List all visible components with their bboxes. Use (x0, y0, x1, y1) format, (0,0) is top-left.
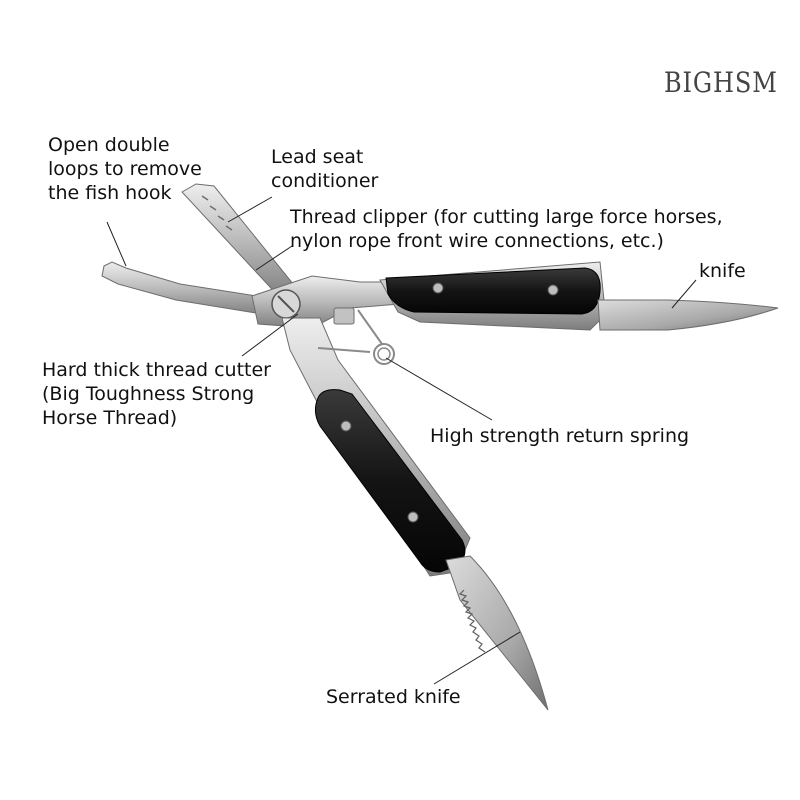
label-hook-remover: Open double loops to remove the fish hoo… (48, 133, 202, 205)
upper-jaw (181, 183, 299, 301)
serrated-knife-blade (445, 555, 549, 711)
label-hook-remover-line-2: loops to remove (48, 158, 202, 180)
lock-tab (333, 307, 355, 325)
leader-hook-remover (106, 221, 127, 267)
leader-thread-cutter (241, 313, 299, 357)
label-thread-cutter: Hard thick thread cutter (Big Toughness … (42, 358, 271, 430)
label-hook-remover-line-1: Open double (48, 134, 170, 156)
pivot-screw (271, 289, 301, 319)
label-thread-cutter-line-2: (Big Toughness Strong (42, 383, 255, 405)
lower-handle (314, 389, 466, 573)
return-spring (317, 309, 395, 365)
upper-jaw-grip-teeth (201, 195, 233, 231)
right-handle-rivet-2 (547, 284, 559, 296)
label-thread-clipper: Thread clipper (for cutting large force … (290, 205, 723, 253)
label-lead-seat-line-1: Lead seat (271, 146, 364, 168)
right-handle-rivet-1 (432, 282, 444, 294)
leader-thread-clipper (255, 245, 293, 271)
lower-handle-rivet-2 (407, 511, 419, 523)
label-serrated-knife: Serrated knife (326, 686, 461, 708)
leader-knife (671, 279, 697, 309)
label-thread-clipper-line-2: nylon rope front wire connections, etc.) (290, 230, 664, 252)
serrated-edge (458, 589, 486, 653)
label-thread-cutter-line-3: Horse Thread) (42, 407, 178, 429)
knife-blade (597, 299, 779, 331)
label-lead-seat-line-2: conditioner (271, 170, 379, 192)
brand-watermark: BIGHSM (664, 66, 778, 99)
leader-lead-seat (227, 196, 273, 223)
lower-handle-rivet-1 (340, 420, 352, 432)
label-knife: knife (699, 260, 746, 282)
right-handle (385, 267, 601, 315)
label-hook-remover-line-3: the fish hook (48, 182, 172, 204)
label-spring: High strength return spring (430, 425, 690, 447)
leader-spring (385, 357, 493, 421)
leader-serrated-knife (433, 631, 521, 685)
label-lead-seat: Lead seat conditioner (271, 145, 378, 193)
label-thread-cutter-line-1: Hard thick thread cutter (42, 359, 271, 381)
label-thread-clipper-line-1: Thread clipper (for cutting large force … (290, 206, 723, 228)
